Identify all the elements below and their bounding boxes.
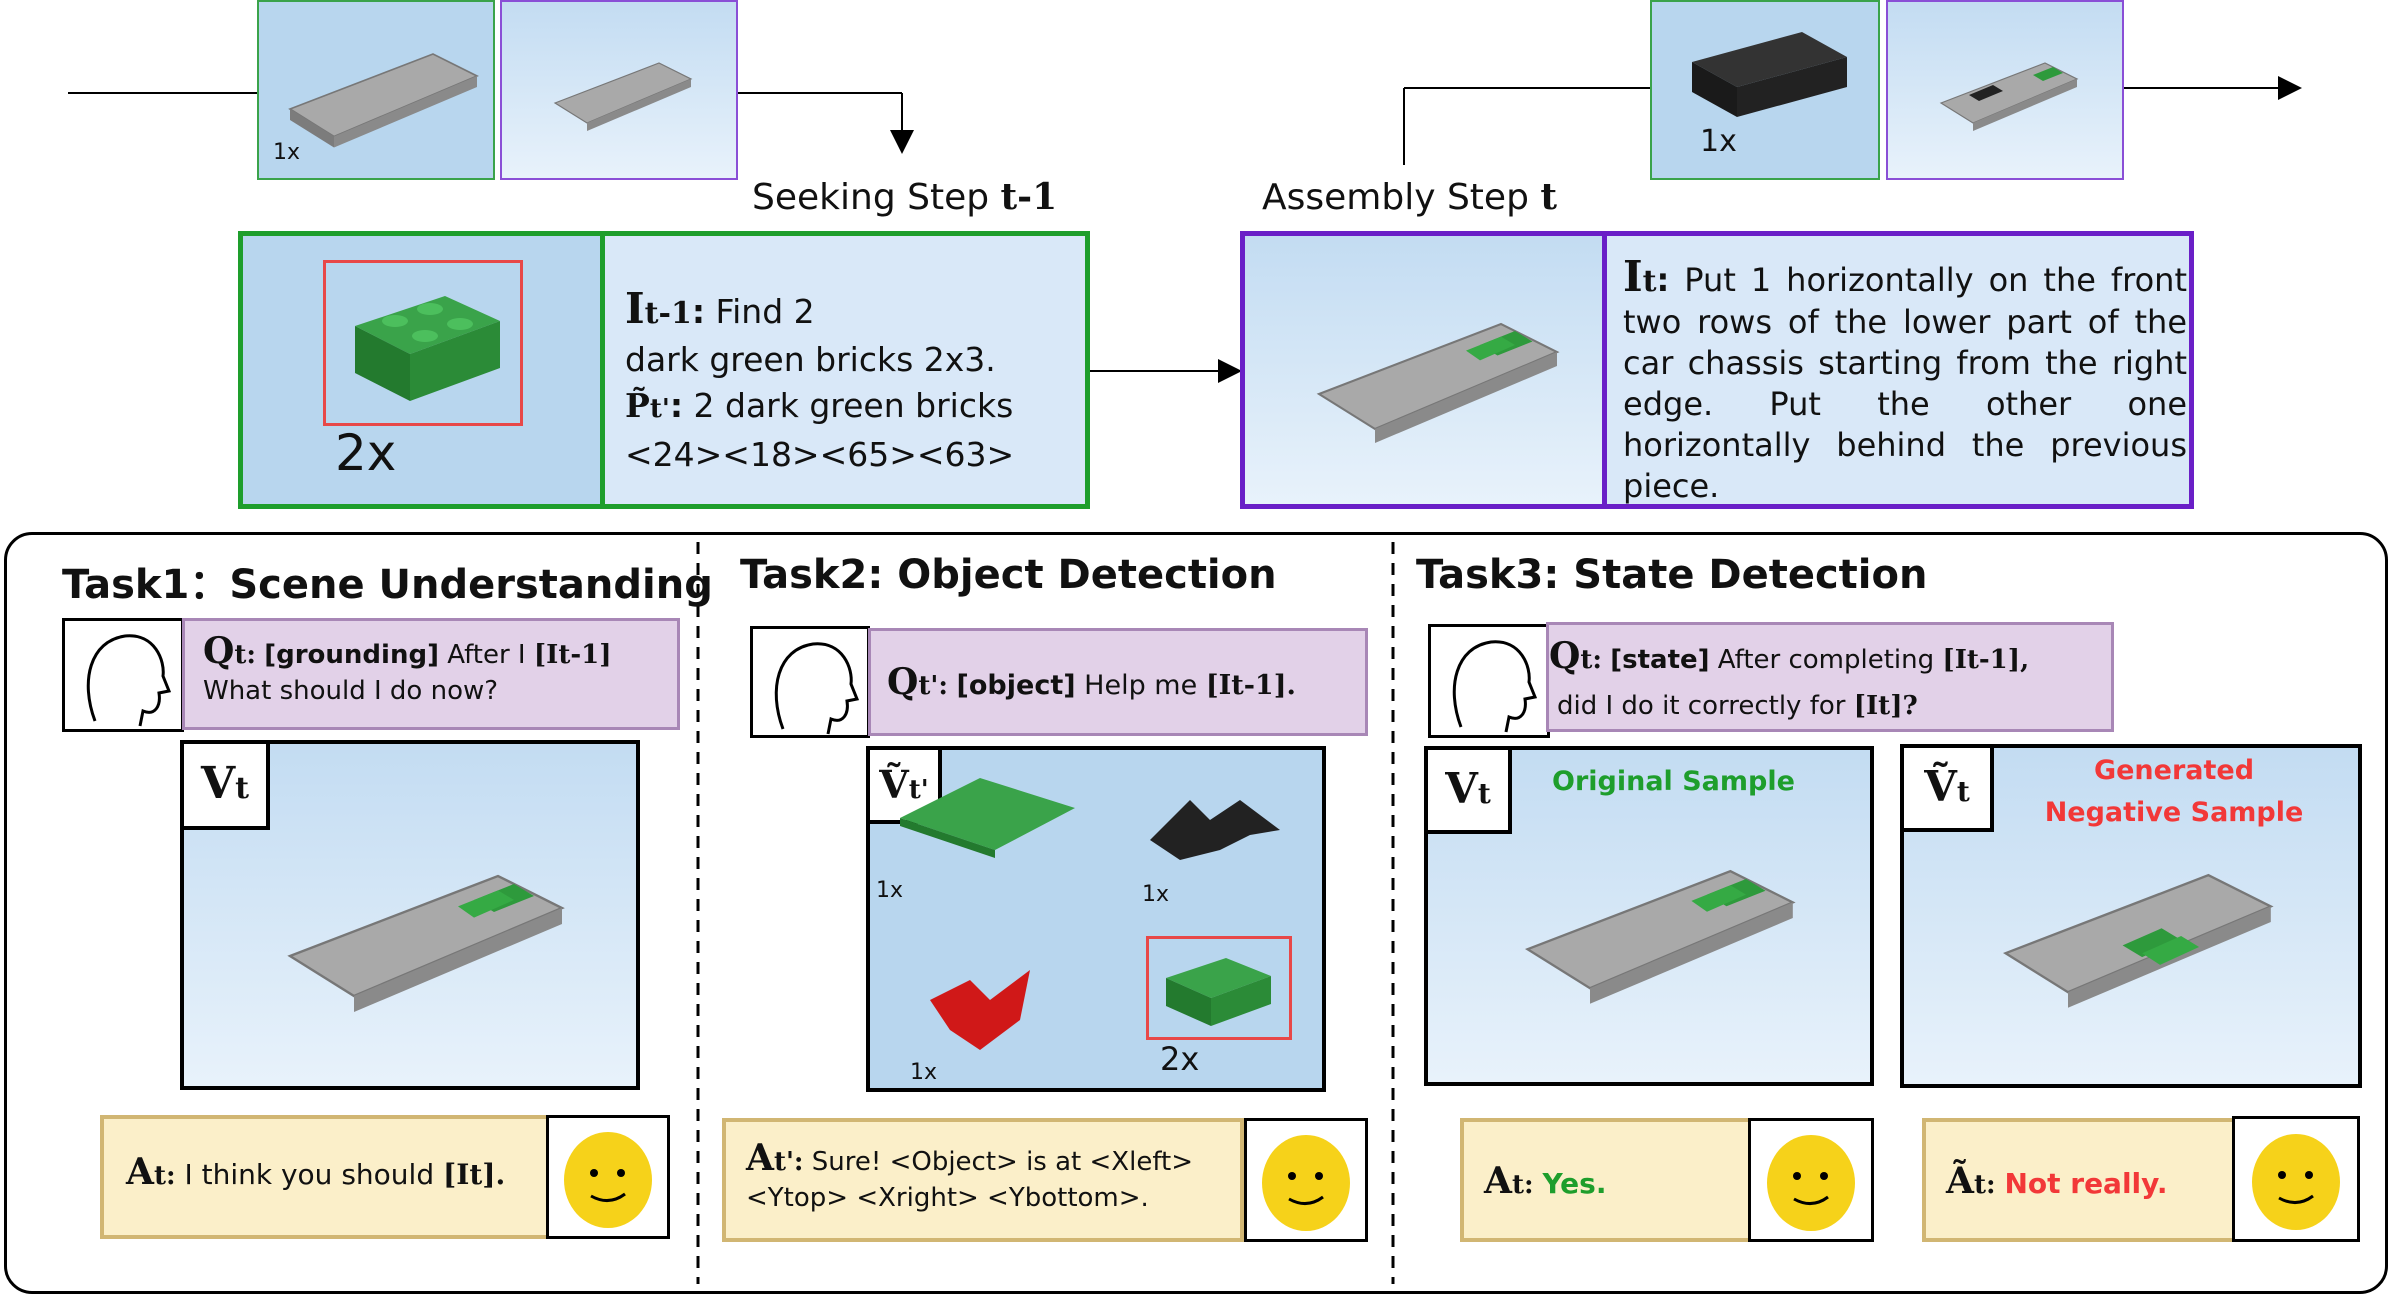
thumb-chassis-green: 1x (257, 0, 495, 180)
chassis-icon (1939, 62, 2079, 131)
negative-sample-label: Generated Negative Sample (2044, 755, 2304, 828)
v-label: Vt (184, 744, 270, 830)
task-dividers (696, 542, 1395, 1284)
red-piece-icon (930, 970, 1030, 1050)
original-sample-label: Original Sample (1552, 766, 1795, 797)
task3-negative-frame: Ṽt Generated Negative Sample (1900, 744, 2362, 1088)
task3-original-frame: Vt Original Sample (1424, 746, 1874, 1086)
detection-box (323, 260, 523, 426)
count-label: 2x (335, 424, 397, 482)
assembly-text: It: Put 1 horizontally on the front two … (1623, 252, 2188, 506)
seeking-step-card: 2x It-1: Find 2 dark green bricks 2x3. P… (238, 231, 1090, 509)
task3-title: Task3: State Detection (1416, 552, 1928, 598)
task1-title: Task1：Scene Understanding (62, 562, 713, 608)
lego-head-icon (1244, 1118, 1368, 1242)
black-brick-icon (1692, 32, 1847, 117)
chassis-icon (288, 53, 479, 148)
green-brick-icon (355, 296, 500, 401)
thumb-black-brick: 1x (1650, 0, 1880, 180)
assembly-image (1245, 236, 1607, 504)
seeking-text: It-1: Find 2 dark green bricks 2x3. P̃t'… (625, 284, 1015, 475)
task2-question: Qt': [object] Help me [It-1]. (868, 628, 1368, 736)
v-label: Ṽt (1904, 748, 1994, 832)
lego-head-icon (1748, 1118, 1874, 1242)
assembly-step-card: It: Put 1 horizontally on the front two … (1240, 231, 2194, 509)
black-piece-icon (1150, 800, 1280, 860)
task1-video-frame: Vt (180, 740, 640, 1090)
seeking-image: 2x (243, 236, 605, 504)
count-label: 1x (1700, 124, 1737, 159)
green-plate-icon (900, 778, 1075, 858)
chassis-icon (553, 62, 693, 131)
task2-title: Task2: Object Detection (740, 552, 1277, 598)
chassis-icon (1524, 869, 1796, 1004)
task3-answer-yes: At: Yes. (1460, 1118, 1752, 1242)
person-icon (750, 626, 870, 738)
task1-answer: At: I think you should [It]. (100, 1115, 552, 1239)
task3-answer-no: Ãt: Not really. (1922, 1118, 2236, 1242)
person-icon (62, 618, 184, 732)
thumb-chassis-purple (500, 0, 738, 180)
chassis-icon (1316, 322, 1560, 443)
lego-head-icon (2232, 1116, 2360, 1242)
task2-object-frame: Ṽt' 1x 1x 1x 2x (866, 746, 1326, 1092)
top-arrows (68, 76, 2302, 383)
chassis-icon (2002, 873, 2274, 1008)
detection-box (1146, 936, 1292, 1040)
count-label: 1x (273, 140, 301, 165)
task1-question: Qt: [grounding] After I [It-1] What shou… (182, 618, 680, 730)
task3-question: Qt: [state] After completing [It-1], did… (1546, 622, 2114, 732)
lego-head-icon (546, 1115, 670, 1239)
thumb-chassis-result (1886, 0, 2124, 180)
person-icon (1428, 624, 1550, 738)
seeking-step-caption: Seeking Step t-1 (752, 176, 1058, 218)
v-label: Vt (1428, 750, 1512, 834)
green-brick-icon (1166, 958, 1271, 1026)
chassis-icon (287, 874, 565, 1012)
assembly-step-caption: Assembly Step t (1262, 176, 1558, 218)
task2-answer: At': Sure! <Object> is at <Xleft><Ytop> … (722, 1118, 1244, 1242)
